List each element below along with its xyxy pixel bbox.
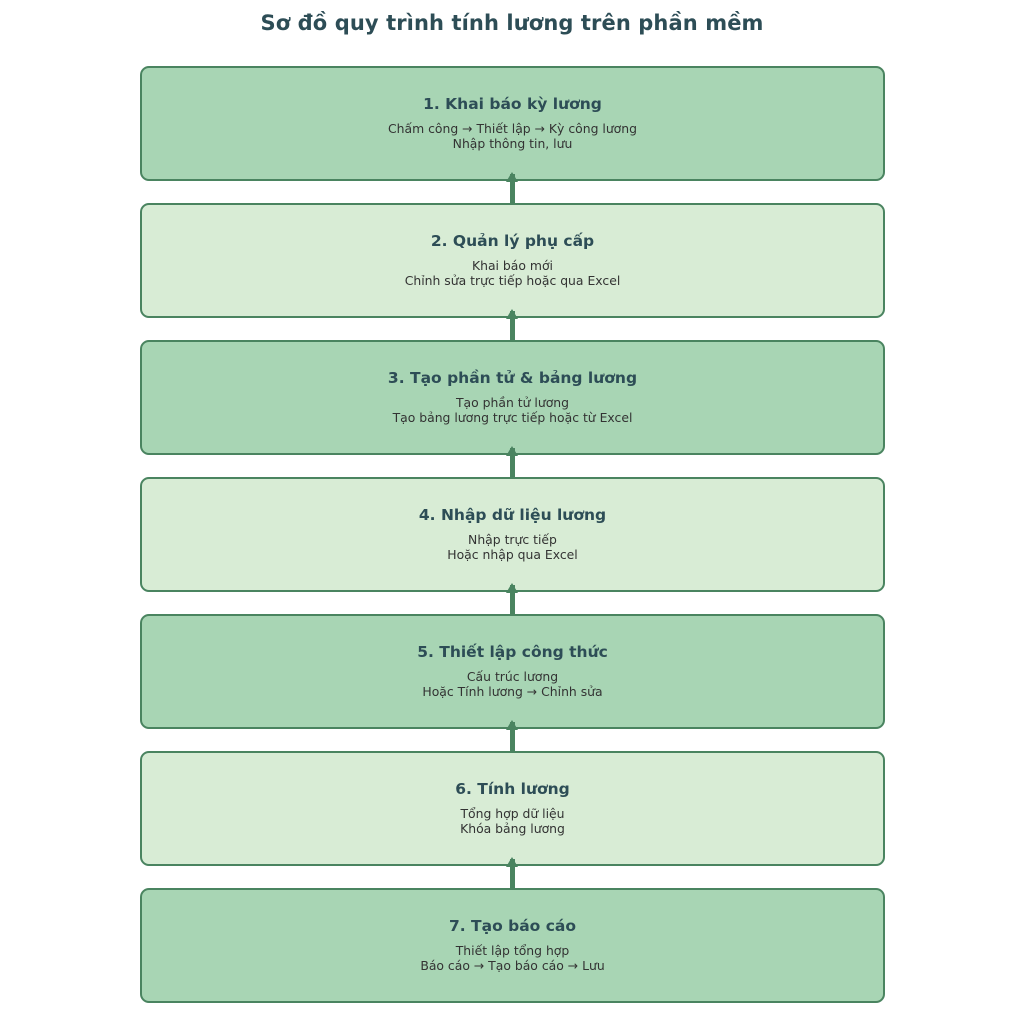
flow-connector-4 bbox=[140, 583, 885, 621]
flow-connector-6 bbox=[140, 857, 885, 895]
arrow-up-head-icon bbox=[506, 446, 518, 456]
step-detail-line: Nhập thông tin, lưu bbox=[452, 136, 573, 151]
arrow-up-icon bbox=[510, 722, 515, 758]
arrow-up-head-icon bbox=[506, 309, 518, 319]
arrow-up-icon bbox=[510, 311, 515, 347]
step-detail-line: Tạo bảng lương trực tiếp hoặc từ Excel bbox=[392, 410, 633, 425]
step-detail-line: Hoặc nhập qua Excel bbox=[447, 547, 578, 562]
step-detail-line: Thiết lập tổng hợp bbox=[455, 942, 570, 958]
arrow-up-icon bbox=[510, 174, 515, 210]
step-title-3: 3. Tạo phần tử & bảng lương bbox=[387, 368, 638, 387]
step-detail-line: Khóa bảng lương bbox=[460, 821, 565, 836]
flow-connector-1 bbox=[140, 172, 885, 210]
arrow-up-icon bbox=[510, 859, 515, 895]
step-detail-line: Hoặc Tính lương → Chỉnh sửa bbox=[422, 684, 603, 699]
arrow-up-icon bbox=[510, 448, 515, 484]
step-detail-line: Chấm công → Thiết lập → Kỳ công lương bbox=[388, 120, 637, 136]
step-detail-line: Tạo phần tử lương bbox=[455, 394, 570, 410]
step-title-7: 7. Tạo báo cáo bbox=[448, 916, 577, 935]
step-title-4: 4. Nhập dữ liệu lương bbox=[418, 505, 607, 524]
arrow-up-head-icon bbox=[506, 720, 518, 730]
arrow-up-head-icon bbox=[506, 172, 518, 182]
flow-connector-2 bbox=[140, 309, 885, 347]
step-detail-line: Báo cáo → Tạo báo cáo → Lưu bbox=[420, 958, 605, 973]
step-title-6: 6. Tính lương bbox=[455, 779, 570, 798]
step-detail-line: Khai báo mới bbox=[471, 257, 553, 273]
arrow-up-icon bbox=[510, 585, 515, 621]
page-title: Sơ đồ quy trình tính lương trên phần mềm bbox=[260, 11, 764, 35]
step-title-2: 2. Quản lý phụ cấp bbox=[430, 231, 595, 250]
step-detail-line: Nhập trực tiếp bbox=[468, 531, 557, 547]
arrow-up-head-icon bbox=[506, 857, 518, 867]
flow-connector-5 bbox=[140, 720, 885, 758]
step-detail-line: Cấu trúc lương bbox=[466, 668, 559, 684]
step-detail-line: Chỉnh sửa trực tiếp hoặc qua Excel bbox=[404, 273, 621, 288]
step-title-1: 1. Khai báo kỳ lương bbox=[423, 94, 602, 113]
step-title-5: 5. Thiết lập công thức bbox=[417, 642, 608, 661]
step-detail-line: Tổng hợp dữ liệu bbox=[460, 805, 565, 821]
arrow-up-head-icon bbox=[506, 583, 518, 593]
flow-connector-3 bbox=[140, 446, 885, 484]
